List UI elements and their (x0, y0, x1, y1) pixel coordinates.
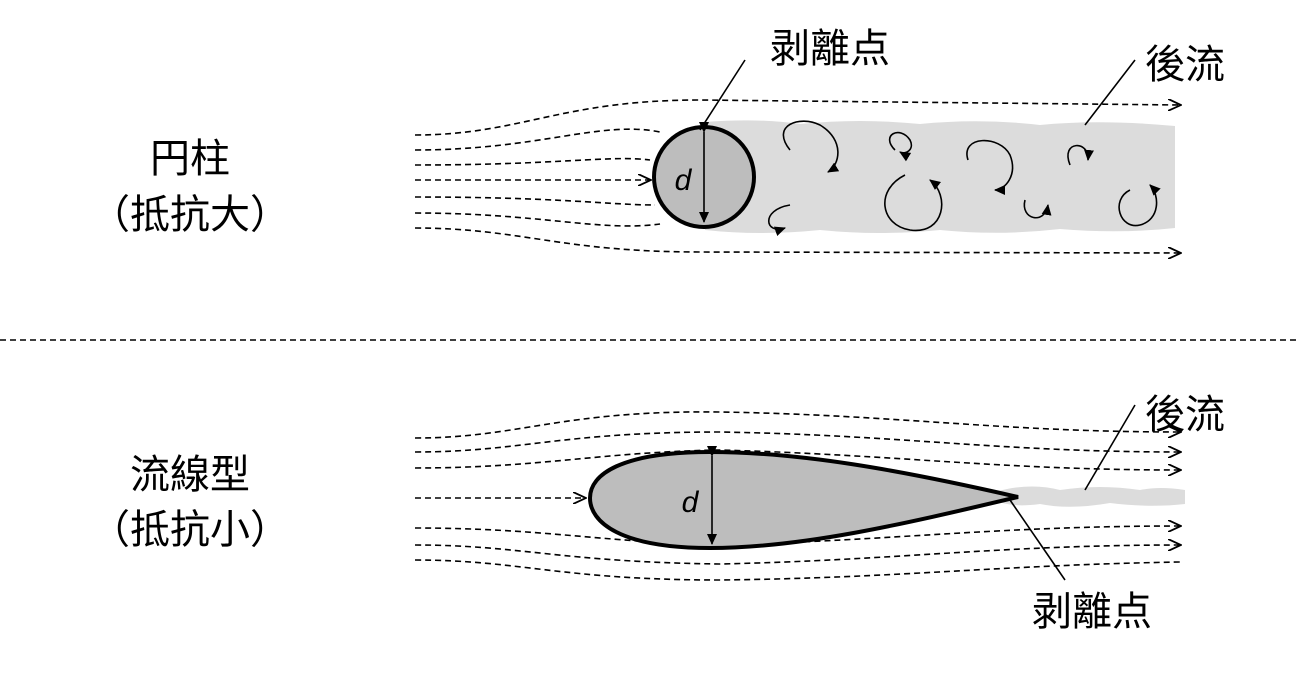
wake-leader-line (1084, 404, 1136, 491)
cylinder-wake (705, 120, 1175, 233)
wake-leader-line (1084, 59, 1136, 126)
streamlined-wake-label: 後流 (1145, 392, 1225, 438)
cylinder-streamlines (414, 100, 1180, 253)
streamlined-subtitle: （抵抗小） (90, 507, 290, 553)
streamlined-streamlines (414, 411, 1180, 581)
streamlined-wake (995, 486, 1185, 507)
wake-eddies (768, 120, 1161, 237)
separation-leader-line (699, 59, 746, 131)
cylinder-subtitle: （抵抗大） (90, 192, 290, 238)
streamlined-separation-label: 剥離点 (1032, 589, 1152, 635)
cylinder-separation-label: 剥離点 (770, 26, 890, 72)
separation-leader-line (1009, 499, 1066, 581)
cylinder-wake-label: 後流 (1145, 42, 1225, 88)
streamlined-section: 流線型 （抵抗小） d 後流 剥離点 (90, 392, 1225, 635)
streamlined-diameter-label: d (682, 486, 700, 519)
streamlined-body (587, 449, 1019, 551)
cylinder-title: 円柱 (150, 136, 230, 182)
cylinder-section: 円柱 （抵抗大） d 剥離点 後流 (90, 26, 1225, 253)
cylinder-diameter-label: d (675, 164, 693, 197)
streamlined-title: 流線型 (130, 452, 250, 498)
